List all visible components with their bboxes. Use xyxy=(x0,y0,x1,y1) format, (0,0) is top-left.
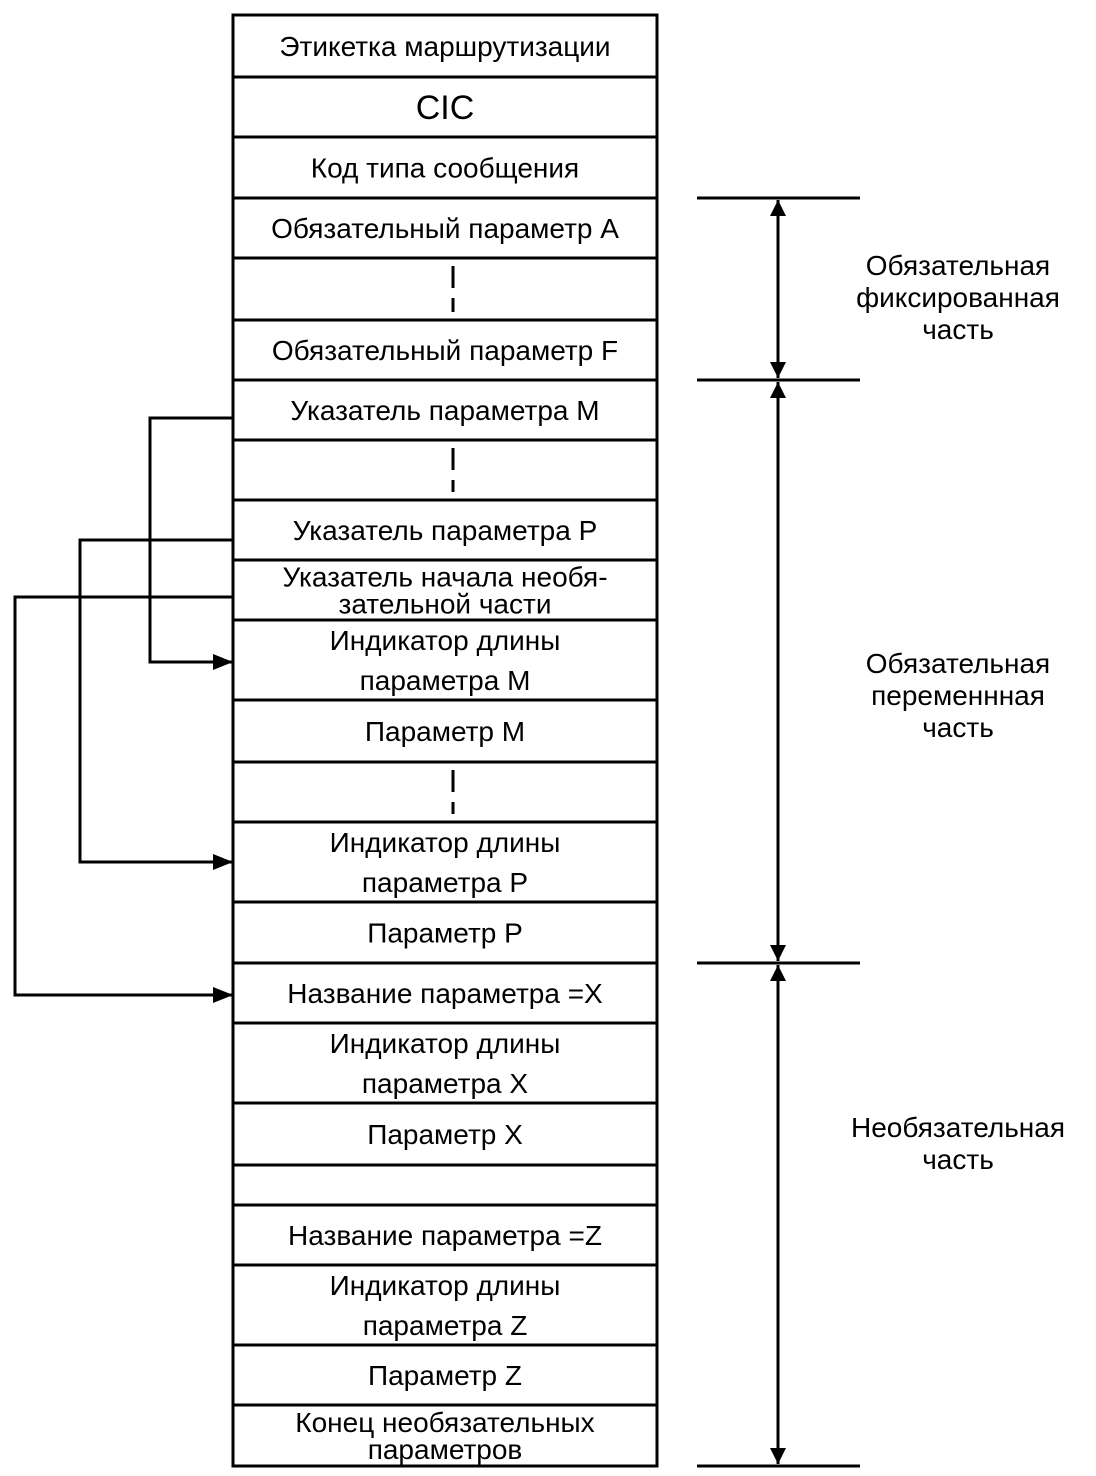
pointer-arrows xyxy=(13,416,233,1003)
field-row xyxy=(233,760,657,814)
field-label: Параметр M xyxy=(365,716,525,747)
field-row: Этикетка маршрутизации xyxy=(279,31,610,62)
field-row: Индикатор длины параметра Z xyxy=(233,1263,657,1341)
pointer-arrow xyxy=(13,595,233,1003)
field-row: Параметр Z xyxy=(233,1343,657,1391)
field-row: Код типа сообщения xyxy=(233,135,657,183)
field-label: Индикатор длины xyxy=(330,1270,561,1301)
field-label: Индикатор длины xyxy=(330,827,561,858)
section-label: часть xyxy=(922,1144,994,1175)
field-row: Обязательный параметр F xyxy=(233,318,657,366)
field-label: параметра Z xyxy=(363,1310,528,1341)
field-label: зательной части xyxy=(339,588,552,619)
field-label: CIC xyxy=(416,89,475,127)
field-label: Параметр P xyxy=(367,917,523,948)
field-row xyxy=(233,438,657,492)
section-brackets: ОбязательнаяфиксированнаячастьОбязательн… xyxy=(697,196,1065,1468)
field-row: Параметр M xyxy=(233,698,657,747)
field-row: Индикатор длины параметра M xyxy=(233,618,657,696)
field-row: Параметр X xyxy=(233,1101,657,1150)
field-row: Обязательный параметр A xyxy=(233,196,657,244)
field-label: Обязательный параметр F xyxy=(272,335,618,366)
field-label: параметра X xyxy=(362,1068,529,1099)
field-label: параметров xyxy=(368,1434,523,1465)
field-row: Индикатор длины параметра P xyxy=(233,820,657,898)
field-row: Параметр P xyxy=(233,900,657,948)
field-row xyxy=(233,256,657,312)
field-row: CIC xyxy=(233,75,657,127)
field-row: Название параметра =Z xyxy=(233,1203,657,1251)
field-label: Название параметра =X xyxy=(287,978,603,1009)
section-label: Обязательная xyxy=(866,250,1050,281)
section-label: Обязательная xyxy=(866,648,1050,679)
section-label: переменнная xyxy=(871,680,1045,711)
field-label: Указатель параметра P xyxy=(293,515,598,546)
field-row: Указатель начала необя-зательной части xyxy=(233,558,657,619)
field-label: Индикатор длины xyxy=(330,625,561,656)
field-row: Название параметра =X xyxy=(233,961,657,1009)
field-row: Указатель параметра P xyxy=(233,498,657,546)
section-label: фиксированная xyxy=(856,282,1060,313)
field-row: Указатель параметра M xyxy=(233,378,657,426)
field-label: Параметр X xyxy=(367,1119,523,1150)
section-label: часть xyxy=(922,314,994,345)
field-label: Указатель параметра M xyxy=(290,395,599,426)
section-label: Необязательная xyxy=(851,1112,1065,1143)
field-row: Индикатор длины параметра X xyxy=(233,1021,657,1099)
section-label: часть xyxy=(922,712,994,743)
field-label: параметра M xyxy=(360,665,531,696)
field-label: Этикетка маршрутизации xyxy=(279,31,610,62)
field-label: Параметр Z xyxy=(368,1360,522,1391)
field-label: Обязательный параметр A xyxy=(271,213,619,244)
field-label: Конец необязательных xyxy=(295,1407,594,1438)
field-label: Название параметра =Z xyxy=(288,1220,602,1251)
field-label: параметра P xyxy=(362,867,528,898)
field-label: Индикатор длины xyxy=(330,1028,561,1059)
field-label: Код типа сообщения xyxy=(311,152,579,183)
table-frame xyxy=(231,13,659,1468)
pointer-arrow xyxy=(78,538,233,870)
field-label: Указатель начала необя- xyxy=(282,561,607,592)
